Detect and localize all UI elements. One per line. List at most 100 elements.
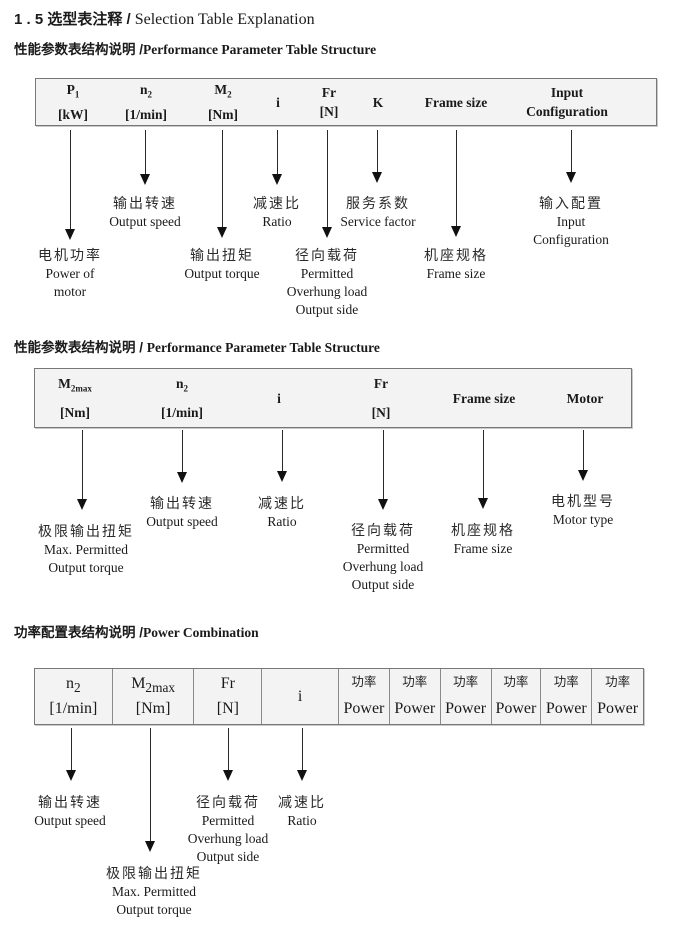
t3-col-i: i (262, 669, 340, 724)
col-subscript: 2max (145, 680, 176, 696)
t3-col-fr: Fr [N] (194, 669, 263, 724)
col-unit: [N] (371, 405, 391, 420)
arrow-down-icon (565, 130, 577, 183)
arrow-head-icon (378, 499, 388, 510)
arrow-head-icon (65, 229, 75, 240)
callout-ratio: 减速比 Ratio (253, 195, 301, 229)
arrow-line (582, 430, 584, 470)
col-unit: Configuration (526, 104, 608, 119)
arrow-line (69, 130, 71, 229)
callout-ratio: 减速比 Ratio (278, 794, 326, 828)
arrow-head-icon (451, 226, 461, 237)
arrow-line (570, 130, 572, 172)
col-unit: [Nm] (60, 405, 90, 420)
col-symbol: i (297, 687, 303, 705)
section3-heading-en: Power Combination (143, 625, 259, 640)
callout-input-configuration: 输入配置 Input Configuration (533, 195, 609, 247)
section1-heading-zh: 性能参数表结构说明 / (14, 42, 144, 57)
arrow-head-icon (177, 472, 187, 483)
callout-overhung-load: 径向载荷 Permitted Overhung load Output side (187, 794, 269, 864)
page-title-en: Selection Table Explanation (130, 11, 315, 28)
arrow-head-icon (77, 499, 87, 510)
t2-col-n2: n2 [1/min] (127, 369, 237, 427)
arrow-down-icon (222, 728, 234, 781)
section3-heading-zh: 功率配置表结构说明 / (14, 625, 144, 640)
t1-col-frame-size: Frame size (401, 79, 511, 125)
callout-output-speed: 输出转速 Output speed (146, 495, 218, 529)
col-symbol: n (66, 675, 75, 692)
t2-col-motor: Motor (530, 369, 640, 427)
section2-heading-en: Performance Parameter Table Structure (146, 340, 380, 355)
arrow-down-icon (276, 430, 288, 482)
arrow-head-icon (277, 471, 287, 482)
t3-col-power-6: 功率 Power (597, 675, 639, 717)
table-performance-1: P1 [kW] n2 [1/min] M2 [Nm] i Fr [N] K Fr… (35, 78, 657, 126)
col-subscript: 2 (147, 89, 153, 100)
arrow-head-icon (272, 174, 282, 185)
arrow-line (221, 130, 223, 227)
arrow-line (81, 430, 83, 499)
t2-col-i: i (224, 369, 334, 427)
arrow-line (144, 130, 146, 174)
arrow-line (482, 430, 484, 498)
arrow-down-icon (64, 130, 76, 240)
page-title-zh: 1 . 5 选型表注释 / (14, 11, 131, 28)
col-symbol: Fr (220, 675, 235, 692)
section2-heading: 性能参数表结构说明 / Performance Parameter Table … (14, 336, 380, 356)
t3-col-power-4: 功率 Power (492, 669, 542, 724)
t1-col-i: i (223, 79, 333, 125)
arrow-down-icon (450, 130, 462, 237)
t1-col-p1: P1 [kW] (18, 79, 128, 125)
callout-ratio: 减速比 Ratio (258, 495, 306, 529)
col-symbol: Motor (566, 390, 604, 406)
arrow-down-icon (377, 430, 389, 510)
arrow-line (301, 728, 303, 770)
col-subscript: 2 (183, 383, 189, 394)
callout-max-output-torque: 极限输出扭矩 Max. Permitted Output torque (106, 865, 202, 917)
page-title: 1 . 5 选型表注释 / Selection Table Explanatio… (14, 8, 315, 29)
arrow-head-icon (566, 172, 576, 183)
col-subscript: 2max (70, 383, 92, 394)
arrow-line (227, 728, 229, 770)
arrow-head-icon (140, 174, 150, 185)
t3-col-m2max: M2max [Nm] (113, 669, 195, 724)
arrow-down-icon (65, 728, 77, 781)
col-symbol: i (276, 94, 280, 110)
t2-col-m2max: M2max [Nm] (20, 369, 130, 427)
t3-col-n2: n2 [1/min] (35, 669, 113, 724)
arrow-line (376, 130, 378, 172)
callout-frame-size: 机座规格 Frame size (451, 522, 515, 556)
arrow-down-icon (371, 130, 383, 183)
col-unit: [N] (319, 104, 339, 119)
arrow-head-icon (322, 227, 332, 238)
arrow-line (70, 728, 72, 770)
callout-frame-size: 机座规格 Frame size (424, 247, 488, 281)
col-symbol: Fr (321, 85, 337, 100)
arrow-down-icon (296, 728, 308, 781)
section2-heading-zh: 性能参数表结构说明 / (14, 340, 147, 355)
col-symbol: M (58, 376, 71, 391)
t2-col-fr: Fr [N] (326, 369, 436, 427)
col-symbol: i (277, 390, 281, 406)
col-symbol: K (372, 94, 384, 110)
col-symbol: Frame size (424, 94, 488, 110)
section3-heading: 功率配置表结构说明 /Power Combination (14, 621, 259, 641)
col-unit: [Nm] (135, 700, 171, 717)
arrow-down-icon (139, 130, 151, 185)
callout-output-speed: 输出转速 Output speed (109, 195, 181, 229)
col-symbol: M (214, 82, 228, 98)
arrow-head-icon (578, 470, 588, 481)
arrow-line (326, 130, 328, 227)
arrow-down-icon (176, 430, 188, 483)
arrow-line (455, 130, 457, 226)
callout-overhung-load: 径向载荷 Permitted Overhung load Output side (342, 522, 424, 592)
callout-output-speed: 输出转速 Output speed (34, 794, 106, 828)
t3-col-power-3: 功率 Power (441, 669, 492, 724)
col-unit: [1/min] (125, 106, 167, 122)
col-symbol: Fr (373, 376, 389, 391)
arrow-head-icon (478, 498, 488, 509)
arrow-down-icon (577, 430, 589, 481)
col-unit: [N] (216, 700, 239, 717)
arrow-line (149, 728, 151, 841)
